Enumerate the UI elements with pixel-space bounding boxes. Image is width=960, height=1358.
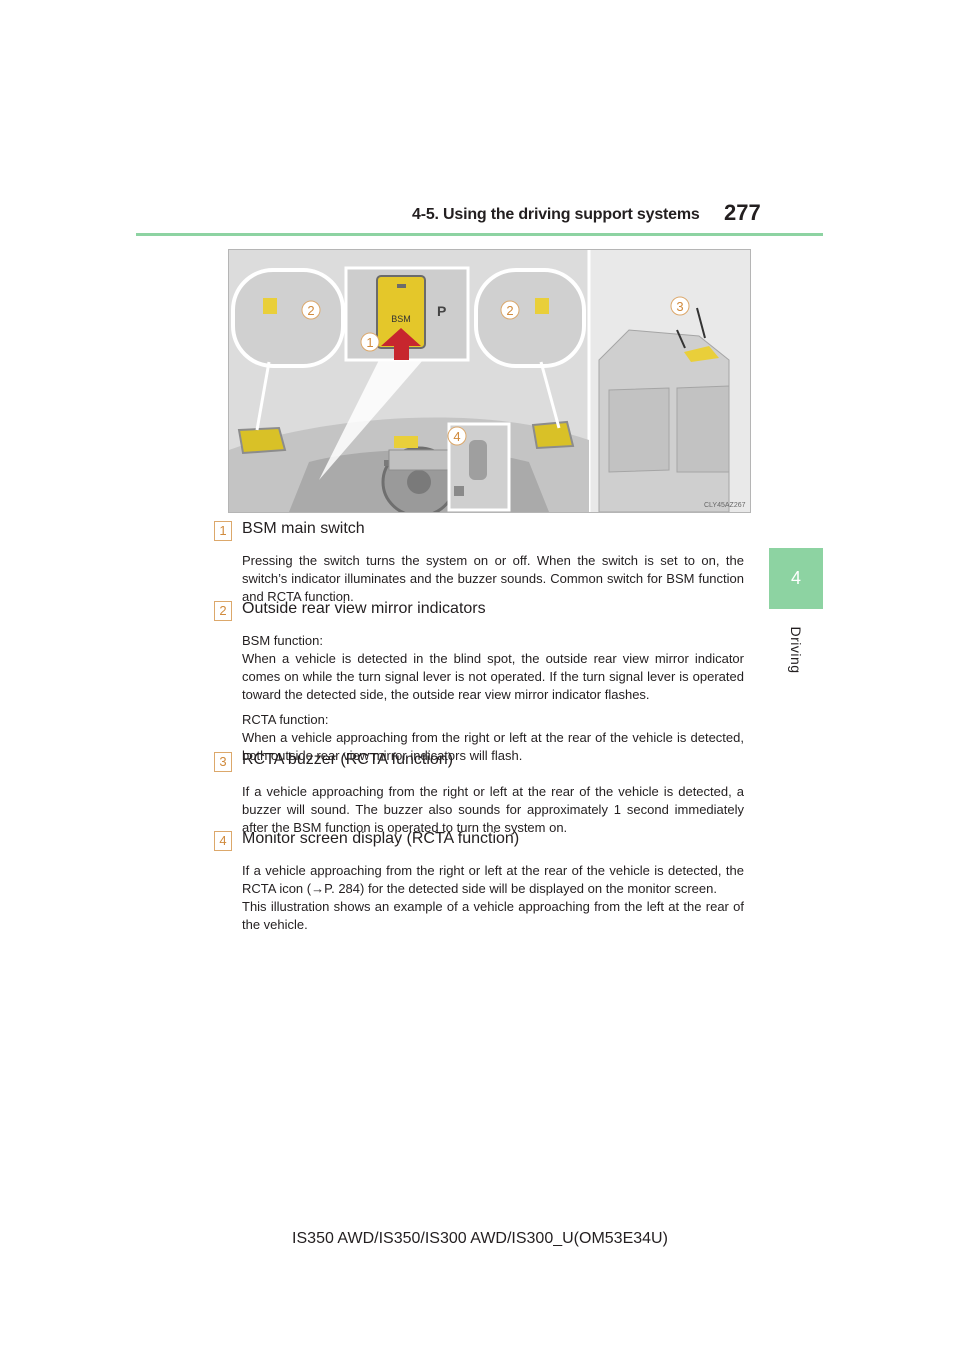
item-title: BSM main switch <box>242 520 365 537</box>
bsm-switch-label: BSM <box>391 314 411 324</box>
footer-model-code: IS350 AWD/IS350/IS300 AWD/IS300_U(OM53E3… <box>292 1230 668 1247</box>
callout-3: 3 <box>670 296 690 316</box>
item-paragraph: This illustration shows an example of a … <box>242 899 744 932</box>
item-monitor-display: 4 Monitor screen display (RCTA function)… <box>214 830 744 934</box>
item-paragraph: When a vehicle approaching from the righ… <box>242 730 744 763</box>
callout-2-left: 2 <box>301 300 321 320</box>
item-number: 2 <box>214 601 232 621</box>
item-paragraph: When a vehicle is detected in the blind … <box>242 651 744 702</box>
svg-text:4: 4 <box>453 429 460 444</box>
item-title: Monitor screen display (RCTA function) <box>242 830 520 847</box>
svg-text:2: 2 <box>307 303 314 318</box>
bsm-illustration-drawing: BSM P CLY45AZ267 1 2 2 3 4 <box>229 250 750 512</box>
svg-text:1: 1 <box>366 335 373 350</box>
svg-text:P: P <box>437 303 446 319</box>
callout-4: 4 <box>447 426 467 446</box>
chapter-label: Driving <box>788 626 804 674</box>
item-rcta-buzzer: 3 RCTA buzzer (RCTA function) If a vehic… <box>214 751 744 837</box>
callout-1: 1 <box>360 332 380 352</box>
chapter-tab: 4 <box>769 548 823 609</box>
item-paragraph: If a vehicle approaching from the right … <box>242 863 744 896</box>
item-title: Outside rear view mirror indicators <box>242 600 486 617</box>
section-title: 4-5. Using the driving support systems <box>412 206 700 223</box>
item-bsm-main-switch: 1 BSM main switch Pressing the switch tu… <box>214 520 744 606</box>
item-mirror-indicators: 2 Outside rear view mirror indicators BS… <box>214 600 744 765</box>
illustration-code: CLY45AZ267 <box>704 502 746 509</box>
item-paragraph: If a vehicle approaching from the right … <box>242 784 744 835</box>
header-rule <box>136 233 823 236</box>
chapter-number: 4 <box>790 568 801 588</box>
callout-2-right: 2 <box>500 300 520 320</box>
svg-text:2: 2 <box>506 303 513 318</box>
item-number: 3 <box>214 752 232 772</box>
item-title: RCTA buzzer (RCTA function) <box>242 751 454 768</box>
svg-text:3: 3 <box>676 299 683 314</box>
bsm-illustration: BSM P CLY45AZ267 1 2 2 3 4 <box>228 249 751 513</box>
item-number: 1 <box>214 521 232 541</box>
page-number: 277 <box>724 200 761 225</box>
item-paragraph: Pressing the switch turns the system on … <box>242 553 744 604</box>
item-paragraph-label: RCTA function: <box>242 712 329 727</box>
item-number: 4 <box>214 831 232 851</box>
item-paragraph-label: BSM function: <box>242 633 323 648</box>
